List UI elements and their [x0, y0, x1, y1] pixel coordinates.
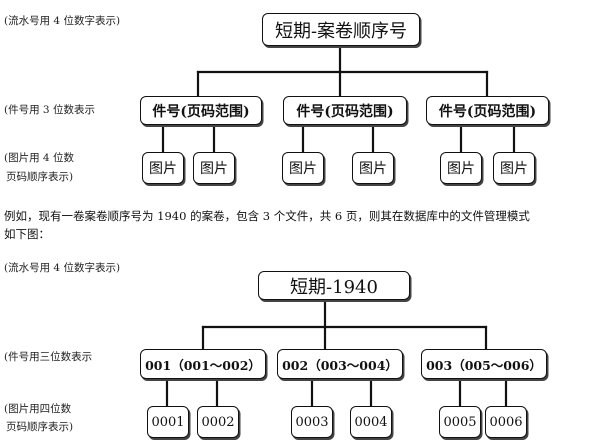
picture-node: 0002	[197, 406, 239, 438]
document-node: 件号(页码范围)	[283, 96, 407, 125]
picture-node: 0005	[439, 406, 481, 438]
document-node: 001（001～002）	[140, 349, 266, 379]
picture-node: 0004	[350, 406, 392, 438]
document-node: 件号(页码范围)	[140, 96, 262, 125]
picture-number-note-line1: (图片用 4 位数	[4, 152, 74, 164]
picture-node: 0003	[291, 406, 333, 438]
picture-node: 0001	[147, 406, 189, 438]
picture-node: 图片	[352, 152, 394, 184]
picture-number-note-line2: 页码顺序表示)	[6, 171, 74, 183]
document-node: 件号(页码范围)	[426, 96, 549, 125]
picture-number-note-line2: 页码顺序表示)	[6, 421, 74, 433]
picture-node: 图片	[493, 152, 535, 184]
serial-number-note: (流水号用 4 位数字表示)	[4, 15, 121, 27]
picture-node: 图片	[282, 152, 324, 184]
document-number-note: (件号用 3 位数表示	[4, 104, 95, 116]
document-number-note: (件号用三位数表示	[4, 351, 93, 363]
root-node: 短期-案卷顺序号	[262, 13, 420, 46]
example-paragraph-line1: 例如，现有一卷案卷顺序号为 1940 的案卷，包含 3 个文件，共 6 页，则其…	[4, 209, 530, 223]
picture-node: 图片	[142, 152, 184, 184]
picture-node: 图片	[193, 152, 235, 184]
serial-number-note: (流水号用 4 位数字表示)	[4, 262, 121, 274]
picture-number-note-line1: (图片用四位数	[4, 403, 72, 415]
picture-node: 0006	[485, 406, 527, 438]
picture-node: 图片	[440, 152, 482, 184]
document-node: 002（003～004）	[277, 349, 403, 379]
root-node: 短期-1940	[258, 271, 410, 300]
document-node: 003（005～006）	[421, 349, 547, 379]
example-paragraph-line2: 如下图：	[4, 227, 50, 241]
